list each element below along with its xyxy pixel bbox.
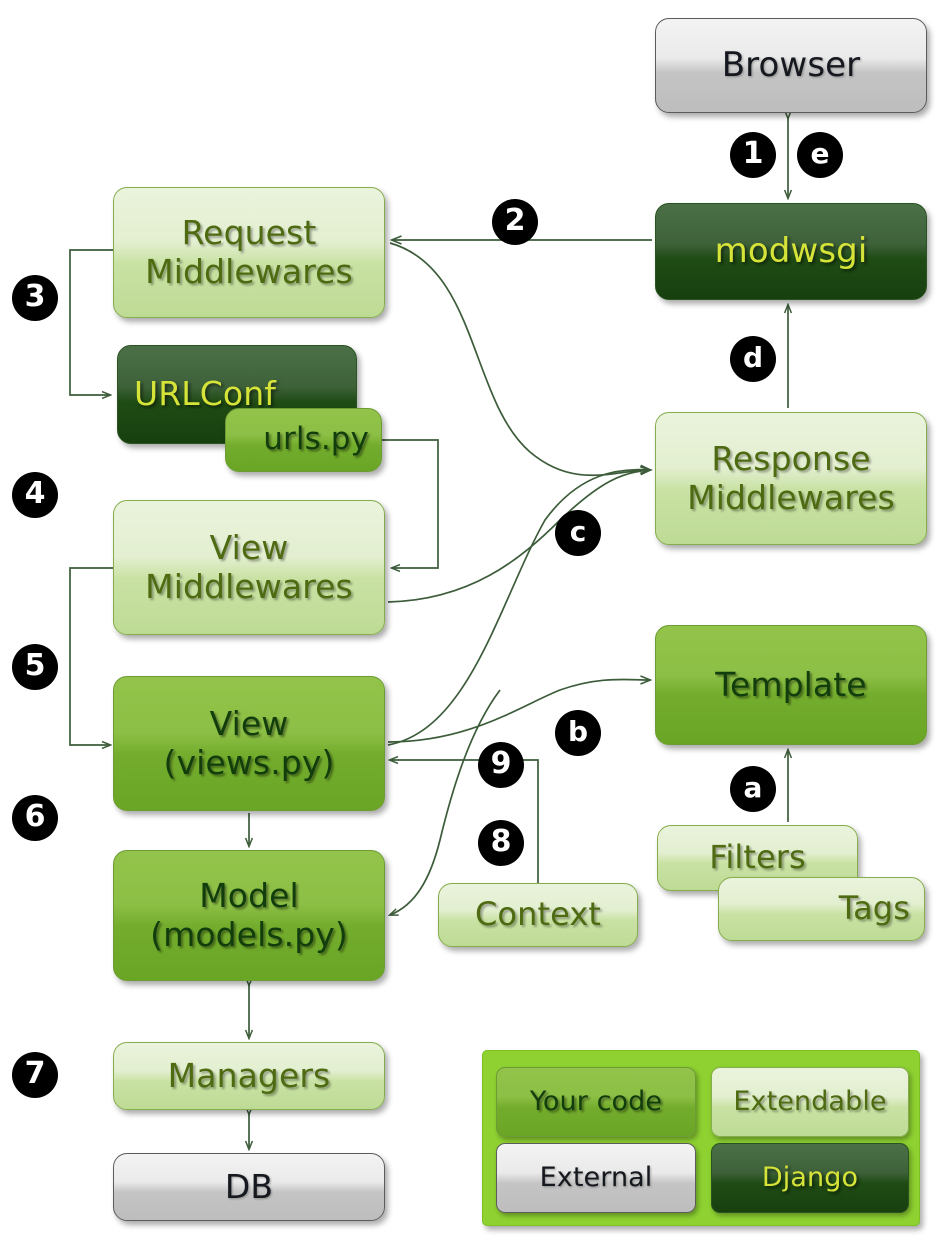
node-modwsgi-label: modwsgi xyxy=(714,230,868,271)
node-view[interactable]: View (views.py) xyxy=(113,676,385,811)
step-badge-a: a xyxy=(730,766,776,812)
node-response-middlewares[interactable]: Response Middlewares xyxy=(655,412,927,545)
legend-item-external[interactable]: External xyxy=(496,1143,696,1213)
step-badge-3: 3 xyxy=(12,275,58,321)
legend-item-django[interactable]: Django xyxy=(711,1143,909,1213)
step-badge-d: d xyxy=(730,336,776,382)
edge-view-middlewares-view xyxy=(69,567,113,745)
legend-item-extendable[interactable]: Extendable xyxy=(711,1067,909,1137)
node-model-label: Model (models.py) xyxy=(150,876,348,954)
node-managers[interactable]: Managers xyxy=(113,1042,385,1110)
node-response-middlewares-label: Response Middlewares xyxy=(687,439,895,517)
node-urls-py[interactable]: urls.py xyxy=(225,408,382,472)
legend-item-your-code[interactable]: Your code xyxy=(496,1067,696,1137)
node-managers-label: Managers xyxy=(167,1055,331,1095)
node-context-label: Context xyxy=(474,895,602,934)
step-badge-9: 9 xyxy=(478,742,524,788)
step-badge-b: b xyxy=(555,710,601,756)
node-modwsgi[interactable]: modwsgi xyxy=(655,203,927,300)
step-badge-1: 1 xyxy=(730,132,776,178)
edge-view-response-middlewares xyxy=(387,470,650,746)
node-request-middlewares-label: Request Middlewares xyxy=(145,213,353,291)
node-view-middlewares[interactable]: View Middlewares xyxy=(113,500,385,635)
edge-view-template xyxy=(387,679,650,743)
legend: Your code Extendable External Django xyxy=(482,1050,920,1226)
node-view-label: View (views.py) xyxy=(163,704,335,782)
node-tags[interactable]: Tags xyxy=(718,877,925,941)
step-badge-8: 8 xyxy=(478,820,524,866)
step-badge-4: 4 xyxy=(12,472,58,518)
node-urlconf-label: URLConf xyxy=(134,374,276,414)
step-badge-2: 2 xyxy=(492,199,538,245)
legend-your-code-label: Your code xyxy=(529,1086,663,1118)
edge-view-middlewares-response-middlewares xyxy=(387,470,650,603)
node-filters-label: Filters xyxy=(709,838,806,877)
node-urls-py-label: urls.py xyxy=(263,421,369,458)
step-badge-c: c xyxy=(555,510,601,556)
node-model[interactable]: Model (models.py) xyxy=(113,850,385,981)
node-context[interactable]: Context xyxy=(438,883,638,947)
step-badge-5: 5 xyxy=(12,644,58,690)
node-template[interactable]: Template xyxy=(655,625,927,745)
node-db-label: DB xyxy=(224,1166,274,1206)
node-view-middlewares-label: View Middlewares xyxy=(145,528,353,606)
step-badge-e: e xyxy=(797,132,843,178)
node-browser-label: Browser xyxy=(721,44,861,85)
node-browser[interactable]: Browser xyxy=(655,18,927,113)
edge-request-middlewares-urlconf xyxy=(69,249,113,395)
step-badge-7: 7 xyxy=(12,1052,58,1098)
legend-external-label: External xyxy=(539,1162,653,1194)
node-db[interactable]: DB xyxy=(113,1153,385,1221)
edge-context-model xyxy=(390,689,501,915)
node-tags-label: Tags xyxy=(838,889,910,928)
legend-django-label: Django xyxy=(761,1162,859,1194)
legend-extendable-label: Extendable xyxy=(733,1086,887,1118)
edge-urlspy-view-middlewares xyxy=(382,439,439,568)
node-request-middlewares[interactable]: Request Middlewares xyxy=(113,187,385,318)
node-template-label: Template xyxy=(715,664,867,704)
edge-request-middlewares-response-middlewares xyxy=(389,242,650,477)
step-badge-6: 6 xyxy=(12,795,58,841)
